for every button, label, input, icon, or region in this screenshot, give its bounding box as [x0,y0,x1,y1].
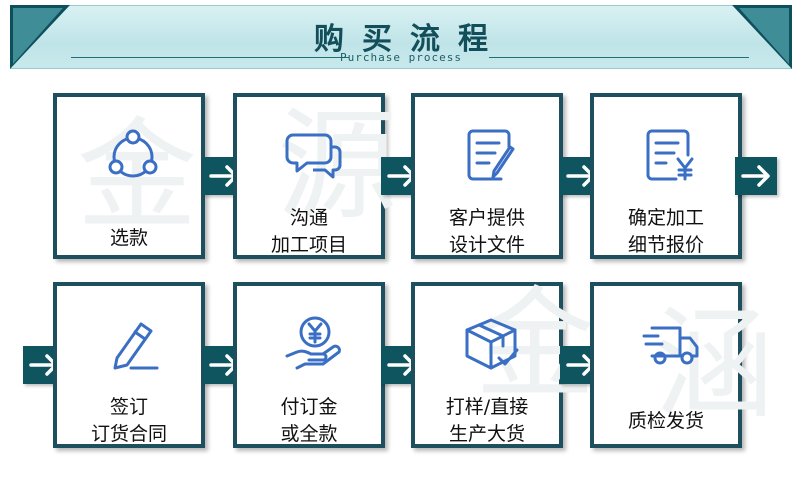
step-label-line: 签订 [109,396,148,418]
watermark-glyph: 涵 [654,296,774,435]
step-label-line: 或全款 [280,423,338,445]
step-label-line: 沟通 [289,207,328,229]
banner-corner-left-inner [13,8,63,64]
step-communicate: 源 沟通 加工项目 [233,93,397,259]
watermark-glyph: 金 [475,276,595,415]
subtitle-rule-right [489,57,749,58]
delivery-truck-icon [640,314,700,374]
hand-coin-icon [283,314,343,374]
step-sign-contract: 签订 订货合同 [53,282,205,448]
step-label-line: 设计文件 [448,234,525,256]
step-inspect-ship: 涵 质检发货 [590,282,774,448]
edit-document-icon [461,125,521,185]
step-label: 打样/直接 生产大货 [415,394,559,448]
share-circle-icon [103,125,163,185]
flow-arrow-4 [735,157,777,195]
step-label-line: 质检发货 [627,410,704,432]
page-subtitle: Purchase process [340,51,462,64]
banner-corner-right-inner [739,8,789,64]
step-label: 确定加工 细节报价 [594,205,738,259]
step-label: 付订金 或全款 [237,394,381,448]
step-confirm-quote: 确定加工 细节报价 [590,93,742,259]
step-label: 沟通 加工项目 [237,205,381,259]
page-title: 购买流程 [314,22,506,57]
step-label: 质检发货 [594,408,738,435]
step-pay-deposit: 付订金 或全款 [233,282,385,448]
step-label-line: 选款 [109,227,148,249]
step-label-line: 打样/直接 [445,396,529,418]
step-label-line: 客户提供 [448,207,525,229]
chat-bubbles-icon [283,125,343,185]
step-provide-files: 客户提供 设计文件 [411,93,563,259]
step-label-line: 确定加工 [627,207,704,229]
step-label-line: 加工项目 [270,234,347,256]
step-label-line: 订货合同 [90,423,167,445]
step-label-line: 生产大货 [448,423,525,445]
step-label: 签订 订货合同 [57,394,201,448]
header-banner: 购买流程 Purchase process [10,5,792,69]
step-select-style: 金 选款 [53,93,205,259]
price-document-icon [640,125,700,185]
step-sample-production: 金 打样/直接 生产大货 [411,282,595,448]
step-label: 客户提供 设计文件 [415,205,559,259]
step-label-line: 细节报价 [627,234,704,256]
pen-sign-icon [103,314,163,374]
step-label-line: 付订金 [280,396,338,418]
package-box-icon [461,314,521,374]
step-label: 选款 [57,225,201,252]
arrow-right-icon [741,165,770,187]
subtitle-rule-left [71,57,349,58]
